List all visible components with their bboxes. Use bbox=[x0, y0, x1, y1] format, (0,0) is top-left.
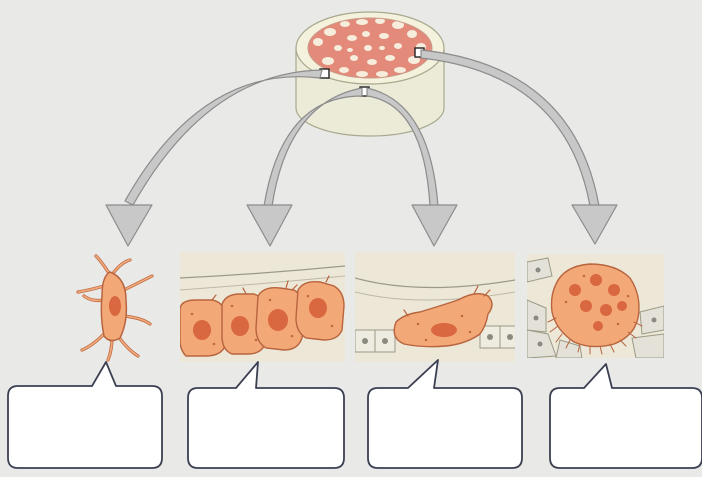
label-box-osteoblasts bbox=[188, 362, 344, 468]
arrow-to-osteocyte bbox=[106, 70, 322, 246]
label-box-osteoclast bbox=[550, 364, 702, 468]
osteoclast-panel bbox=[527, 254, 664, 358]
label-box-bone-lining-cell bbox=[368, 360, 522, 468]
bone-lining-cell-panel bbox=[355, 252, 520, 362]
label-box-osteocyte bbox=[8, 362, 162, 468]
osteoblast-panel bbox=[180, 252, 345, 362]
osteocyte-cell bbox=[78, 256, 152, 360]
